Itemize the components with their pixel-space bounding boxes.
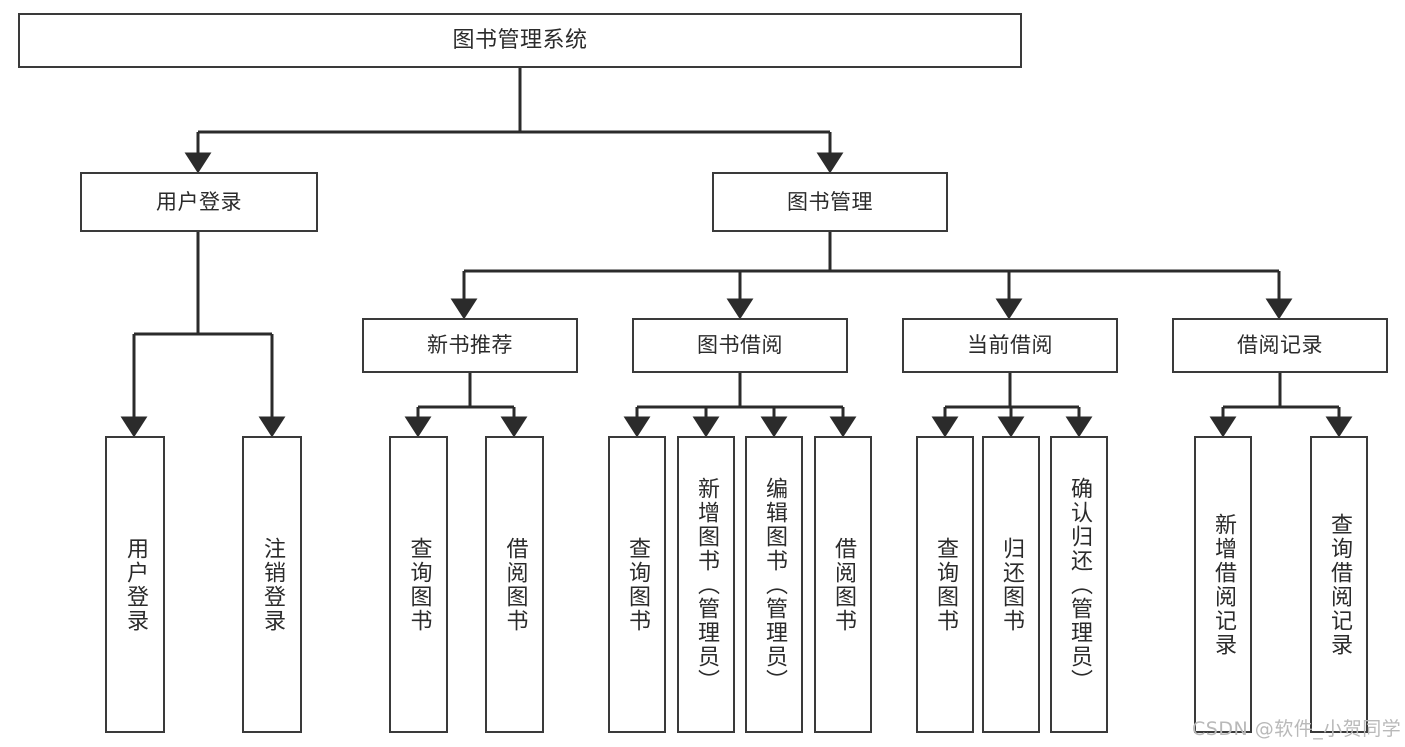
node-leaf-query-book-1-label: 查询图书 xyxy=(406,536,432,633)
node-book-borrow-label: 图书借阅 xyxy=(697,333,783,358)
node-leaf-query-book-1[interactable]: 查询图书 xyxy=(389,436,448,733)
node-user-login[interactable]: 用户登录 xyxy=(80,172,318,232)
node-book-manage-label: 图书管理 xyxy=(787,189,873,214)
node-leaf-query-book-2-label: 查询图书 xyxy=(625,536,650,633)
node-leaf-add-book-label: 新增图书（管理员） xyxy=(694,476,719,693)
node-leaf-add-record-label: 新增借阅记录 xyxy=(1211,512,1236,657)
node-leaf-logout[interactable]: 注销登录 xyxy=(242,436,302,733)
node-leaf-return-book[interactable]: 归还图书 xyxy=(982,436,1040,733)
node-root-label: 图书管理系统 xyxy=(452,27,588,53)
node-leaf-borrow-book-2-label: 借阅图书 xyxy=(831,536,856,633)
node-current-borrow-label: 当前借阅 xyxy=(967,333,1053,358)
node-leaf-add-book[interactable]: 新增图书（管理员） xyxy=(677,436,735,733)
node-leaf-edit-book-label: 编辑图书（管理员） xyxy=(762,476,787,693)
node-book-borrow[interactable]: 图书借阅 xyxy=(632,318,848,373)
node-borrow-record[interactable]: 借阅记录 xyxy=(1172,318,1388,373)
node-leaf-borrow-book-1[interactable]: 借阅图书 xyxy=(485,436,544,733)
node-leaf-user-login[interactable]: 用户登录 xyxy=(105,436,165,733)
node-leaf-query-record[interactable]: 查询借阅记录 xyxy=(1310,436,1368,733)
node-leaf-user-login-label: 用户登录 xyxy=(123,536,148,633)
node-new-book-recommend-label: 新书推荐 xyxy=(427,333,513,358)
node-leaf-query-book-3[interactable]: 查询图书 xyxy=(916,436,974,733)
node-leaf-borrow-book-2[interactable]: 借阅图书 xyxy=(814,436,872,733)
node-root[interactable]: 图书管理系统 xyxy=(18,13,1022,68)
node-leaf-add-record[interactable]: 新增借阅记录 xyxy=(1194,436,1252,733)
node-leaf-query-book-3-label: 查询图书 xyxy=(933,536,958,633)
node-leaf-return-book-label: 归还图书 xyxy=(999,536,1024,633)
node-leaf-borrow-book-1-label: 借阅图书 xyxy=(502,536,528,633)
node-borrow-record-label: 借阅记录 xyxy=(1237,333,1323,358)
node-leaf-confirm-return-label: 确认归还（管理员） xyxy=(1067,476,1092,693)
node-current-borrow[interactable]: 当前借阅 xyxy=(902,318,1118,373)
node-leaf-query-book-2[interactable]: 查询图书 xyxy=(608,436,666,733)
node-leaf-query-record-label: 查询借阅记录 xyxy=(1327,512,1352,657)
node-leaf-confirm-return[interactable]: 确认归还（管理员） xyxy=(1050,436,1108,733)
node-leaf-logout-label: 注销登录 xyxy=(260,536,285,633)
node-new-book-recommend[interactable]: 新书推荐 xyxy=(362,318,578,373)
node-book-manage[interactable]: 图书管理 xyxy=(712,172,948,232)
node-leaf-edit-book[interactable]: 编辑图书（管理员） xyxy=(745,436,803,733)
node-user-login-label: 用户登录 xyxy=(156,189,242,214)
